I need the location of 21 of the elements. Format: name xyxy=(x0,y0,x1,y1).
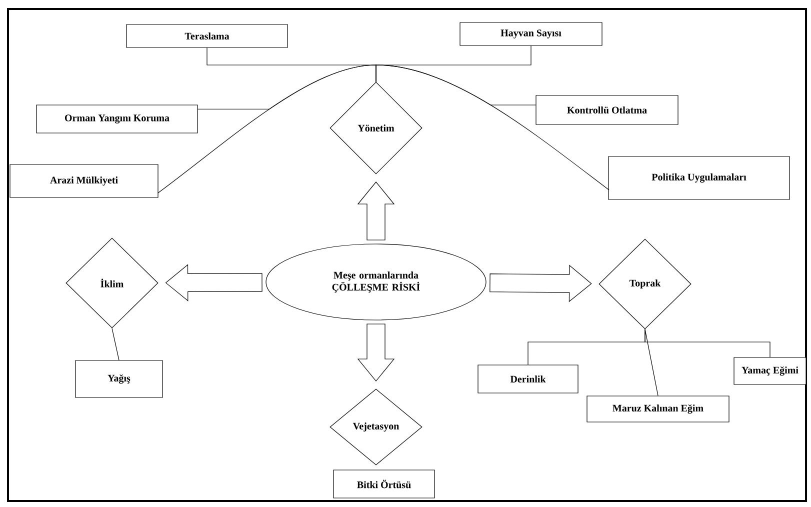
connector-line xyxy=(112,328,120,360)
text-box: Teraslama xyxy=(126,24,288,48)
block-arrow xyxy=(357,324,395,382)
connector-line xyxy=(158,64,376,194)
ellipse-node: Meşe ormanlarında ÇÖLLEŞME RİSKİ xyxy=(266,244,486,320)
text-box: Maruz Kalınan Eğim xyxy=(586,396,730,422)
text-box: Arazi Mülkiyeti xyxy=(10,164,158,198)
text-box: Kontrollü Otlatma xyxy=(536,95,678,125)
text-box: Bitki Örtüsü xyxy=(333,470,435,498)
text-box: Politika Uygulamaları xyxy=(608,156,790,200)
text-box: Yağış xyxy=(75,360,163,398)
block-arrow xyxy=(357,182,395,240)
text-box: Orman Yangını Koruma xyxy=(36,104,198,134)
connector-line xyxy=(644,329,658,396)
block-arrow xyxy=(490,264,592,302)
connector-line xyxy=(644,329,770,358)
text-box: Derinlik xyxy=(478,364,578,394)
text-box: Hayvan Sayısı xyxy=(460,22,602,46)
connector-line xyxy=(376,64,610,190)
text-box: Yamaç Eğimi xyxy=(734,357,806,385)
block-arrow xyxy=(165,264,262,302)
